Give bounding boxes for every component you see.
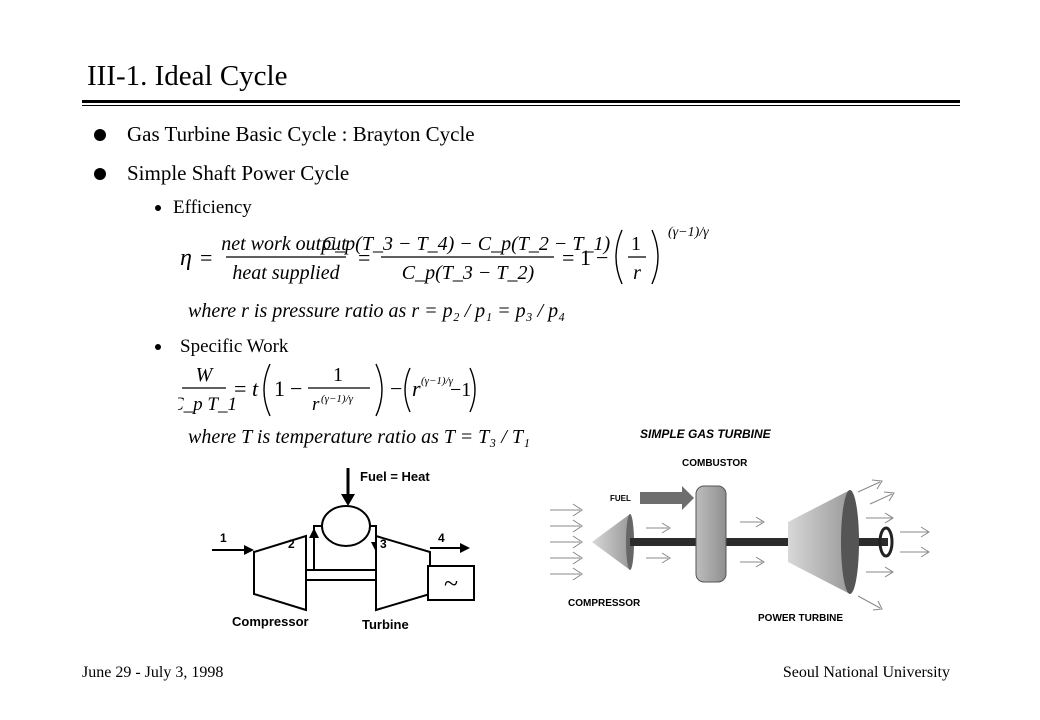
efficiency-equation: η = net work output heat supplied = C_p(… [180,225,709,285]
exponent: (γ−1)/γ [668,225,709,240]
brayton-cycle-schematic: Fuel = Heat ~ 1 2 3 4 Compressor Turbine [212,468,475,632]
compressor-label: COMPRESSOR [568,598,641,609]
subbullet-dot-icon [155,205,161,211]
compressor-body [253,534,307,612]
diagram-title: SIMPLE GAS TURBINE [640,427,772,441]
bullet-dot-icon [94,128,106,141]
flow-line-2 [313,525,322,572]
flow-arrow-2 [309,528,319,538]
subbullet-text: Specific Work [180,336,289,357]
eta-symbol: η [180,245,192,271]
exponent: (γ−1)/γ [321,393,354,405]
pressure-ratio-definition: where r is pressure ratio as r = p₂ / p₁… [188,300,566,322]
bullet-simple-shaft-power-cycle: Simple Shaft Power Cycle [94,161,349,186]
power-turbine-face [841,490,859,594]
fraction-numerator: 1 [333,364,343,386]
bullet-brayton-cycle: Gas Turbine Basic Cycle : Brayton Cycle [94,122,475,147]
subbullet-dot-icon [155,344,161,350]
minus-one: −1 [450,379,471,401]
bullet-text: Gas Turbine Basic Cycle : Brayton Cycle [127,122,475,146]
bullet-dot-icon [94,167,106,180]
fraction-numerator: net work output [221,233,347,255]
inlet-airflow-arrows [550,503,583,581]
footer-date: June 29 - July 3, 1998 [82,664,224,681]
fraction-denominator: heat supplied [232,262,340,284]
temperature-ratio-definition: where T is temperature ratio as T = T₃ /… [188,426,530,448]
subbullet-efficiency: Efficiency [155,197,252,219]
fraction-denominator: r [312,394,320,415]
generator-symbol: ~ [444,569,458,598]
combustor [695,485,727,583]
fraction-denominator: C_p T_1 [178,394,237,415]
fraction-numerator: C_p(T_3 − T_4) − C_p(T_2 − T_1) [322,233,611,255]
fraction-denominator: r [633,262,641,284]
shaft [305,569,377,581]
fraction-denominator: C_p(T_3 − T_2) [402,262,535,284]
subbullet-text: Efficiency [173,197,252,218]
exponent: (γ−1)/γ [421,375,454,387]
title-rule [82,100,960,103]
left-paren [404,367,411,413]
bullet-text: Simple Shaft Power Cycle [127,161,350,185]
inlet-arrow [244,545,254,555]
fuel-arrow [640,486,694,510]
state-label-3: 3 [380,537,387,551]
power-turbine-cone [788,490,850,594]
one: 1 [274,376,285,401]
combustor-circle [321,505,371,547]
right-paren [469,367,476,413]
right-paren [651,229,659,285]
shaft [630,538,888,546]
equals-sign: = [562,245,574,270]
minus-sign: − [290,376,302,401]
equals-sign: = [358,245,370,270]
title-rule-thin [82,105,960,106]
t-variable: t [252,376,259,401]
equals-sign: = [234,376,246,401]
equals-sign: = [200,245,212,270]
compressor-cone [592,514,630,570]
left-paren [615,229,623,285]
output-coupling [878,526,894,558]
state-label-2: 2 [288,537,295,551]
outlet-arrow [460,543,470,553]
state-label-4: 4 [438,531,445,545]
subbullet-specific-work: Specific Work [155,336,288,358]
turbine-label: Turbine [362,617,409,632]
specific-work-equation: W C_p T_1 = t 1 − 1 r (γ−1)/γ − r (γ−1)/… [178,363,476,417]
one: 1 [580,245,591,270]
fuel-heat-label: Fuel = Heat [360,469,430,484]
internal-airflow-arrows [646,516,765,568]
right-paren [375,363,383,417]
minus-sign: − [390,376,402,401]
combustor-label: COMBUSTOR [682,458,748,469]
simple-gas-turbine-illustration: SIMPLE GAS TURBINE COMBUSTOR FUEL COMPRE… [550,427,930,624]
slide-title: III-1. Ideal Cycle [87,60,288,92]
compressor-label: Compressor [232,614,309,629]
fuel-label: FUEL [610,494,631,503]
power-turbine-label: POWER TURBINE [758,613,843,624]
fuel-arrow-head [341,494,355,506]
fraction-numerator: W [196,364,215,386]
footer-institution: Seoul National University [782,664,950,681]
minus-sign: − [596,245,608,270]
generator-box [427,565,475,601]
fraction-numerator: 1 [631,233,641,255]
left-paren [263,363,271,417]
exhaust-airflow-arrows [857,479,930,611]
state-label-1: 1 [220,531,227,545]
r-variable: r [412,376,421,401]
